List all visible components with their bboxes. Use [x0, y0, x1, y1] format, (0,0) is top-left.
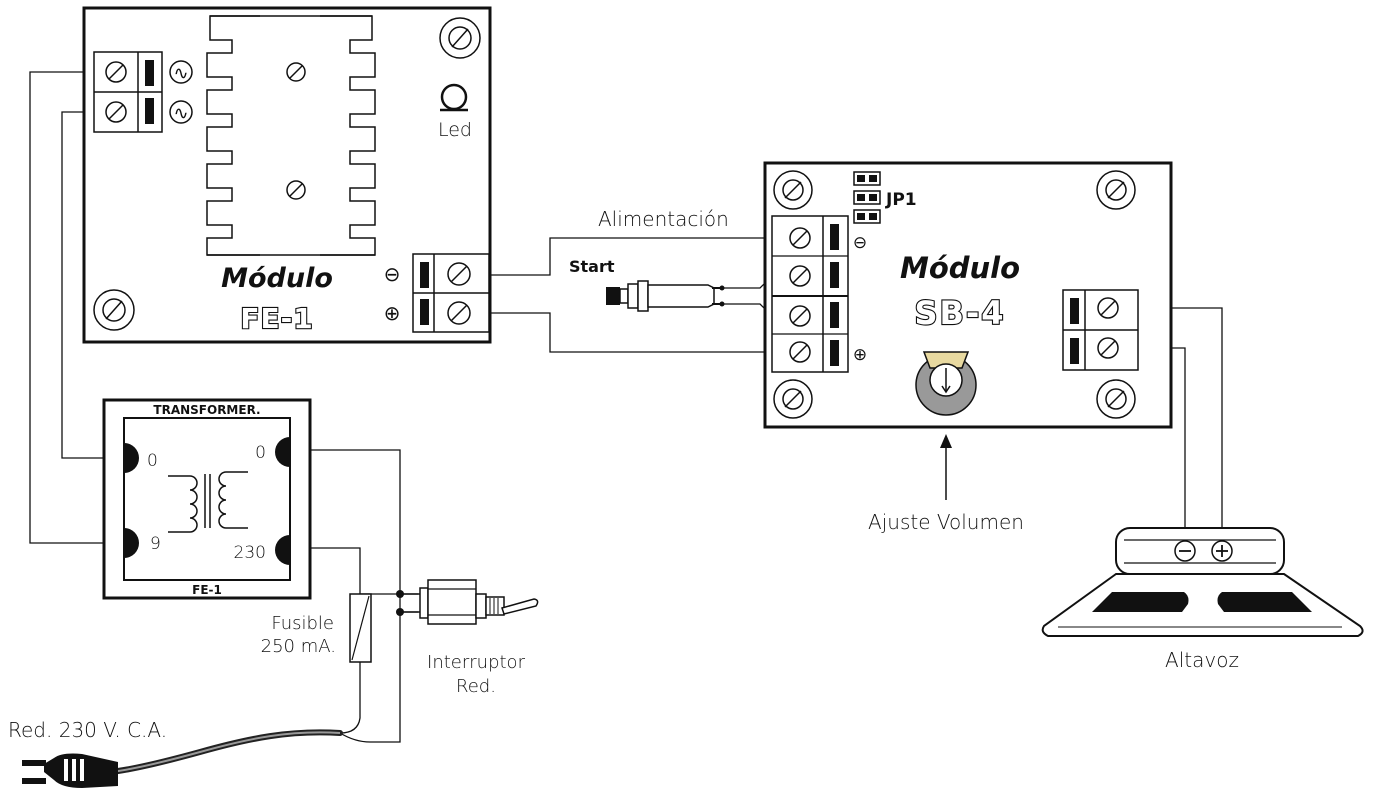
fuse-icon [349, 593, 372, 663]
terminal-left-bottom [124, 528, 139, 558]
terminal-label-left-top: 0 [147, 451, 158, 471]
sb4-screw-bottom-right [1096, 379, 1136, 419]
led-label: Led [438, 119, 472, 141]
fe1-minus-symbol: ⊖ [384, 262, 401, 286]
speaker-label: Altavoz [1165, 648, 1239, 672]
fe1-dc-terminal [412, 253, 490, 333]
wire-dc-plus [489, 312, 772, 353]
transformer-bottom-label: FE-1 [192, 583, 222, 597]
sb4-screw-bottom-left [773, 379, 813, 419]
fe1-ac-symbols: ∿ ∿ [169, 60, 193, 124]
volume-label: Ajuste Volumen [868, 510, 1024, 534]
ac-symbol-2: ∿ [173, 103, 188, 124]
power-label: Alimentación [598, 207, 729, 231]
speaker-icon [1041, 527, 1364, 637]
volume-arrow-icon [940, 434, 952, 500]
module-fe1: ∿ ∿ Led Módulo FE-1 ⊖ ⊕ [82, 6, 492, 344]
fuse-label-line1: Fusible [271, 613, 334, 634]
terminal-label-right-bottom: 230 [234, 543, 266, 563]
terminal-label-right-top: 0 [255, 443, 266, 463]
volume-potentiometer-icon [915, 351, 977, 416]
transformer-coil-icon [168, 471, 248, 533]
fe1-title: Módulo [221, 263, 333, 294]
transformer-title: TRANSFORMER. [153, 403, 260, 417]
wire-ac-1 [29, 71, 125, 544]
fe1-screw-bottom-left [93, 289, 135, 331]
sb4-minus-symbol: ⊖ [853, 233, 867, 253]
start-label: Start [569, 257, 615, 276]
sb4-title: Módulo [900, 251, 1020, 285]
module-sb4: JP1 ⊖ ⊕ Módulo SB-4 [763, 161, 1173, 429]
switch-label-line2: Red. [456, 676, 496, 697]
wire-fuse-to-mains [339, 662, 361, 734]
sb4-speaker-terminal [1062, 289, 1139, 371]
sb4-screw-top-right [1096, 170, 1136, 210]
transformer: TRANSFORMER. FE-1 0 9 0 230 [102, 398, 312, 600]
terminal-right-top [275, 437, 290, 467]
led-icon [440, 83, 468, 112]
fe1-screw-top-right [439, 17, 481, 59]
wire-switch-to-mains [339, 612, 401, 743]
terminal-label-left-bottom: 9 [150, 534, 161, 554]
sb4-plus-symbol: ⊕ [853, 345, 867, 365]
fe1-code: FE-1 [240, 302, 313, 335]
jumper-label: JP1 [885, 190, 917, 210]
mains-label: Red. 230 V. C.A. [8, 718, 167, 742]
toggle-switch-icon [396, 579, 539, 625]
ac-symbol-1: ∿ [173, 63, 188, 84]
switch-label-line1: Interruptor [427, 652, 526, 673]
sb4-input-terminal [771, 215, 849, 373]
fuse-label-line2: 250 mA. [261, 636, 336, 657]
fe1-plus-symbol: ⊕ [384, 301, 401, 325]
start-button-icon [606, 280, 725, 312]
sb4-code: SB-4 [915, 294, 1006, 332]
terminal-left-top [124, 443, 139, 473]
wire-ac-2 [61, 111, 125, 459]
fe1-ac-terminal [93, 51, 163, 133]
jumper-jp1-icon [853, 171, 881, 224]
mains-plug-icon [22, 729, 343, 788]
fe1-heatsink [206, 15, 376, 256]
sb4-screw-top-left [773, 170, 813, 210]
wire-dc-minus [489, 237, 772, 276]
terminal-right-bottom [275, 535, 290, 565]
